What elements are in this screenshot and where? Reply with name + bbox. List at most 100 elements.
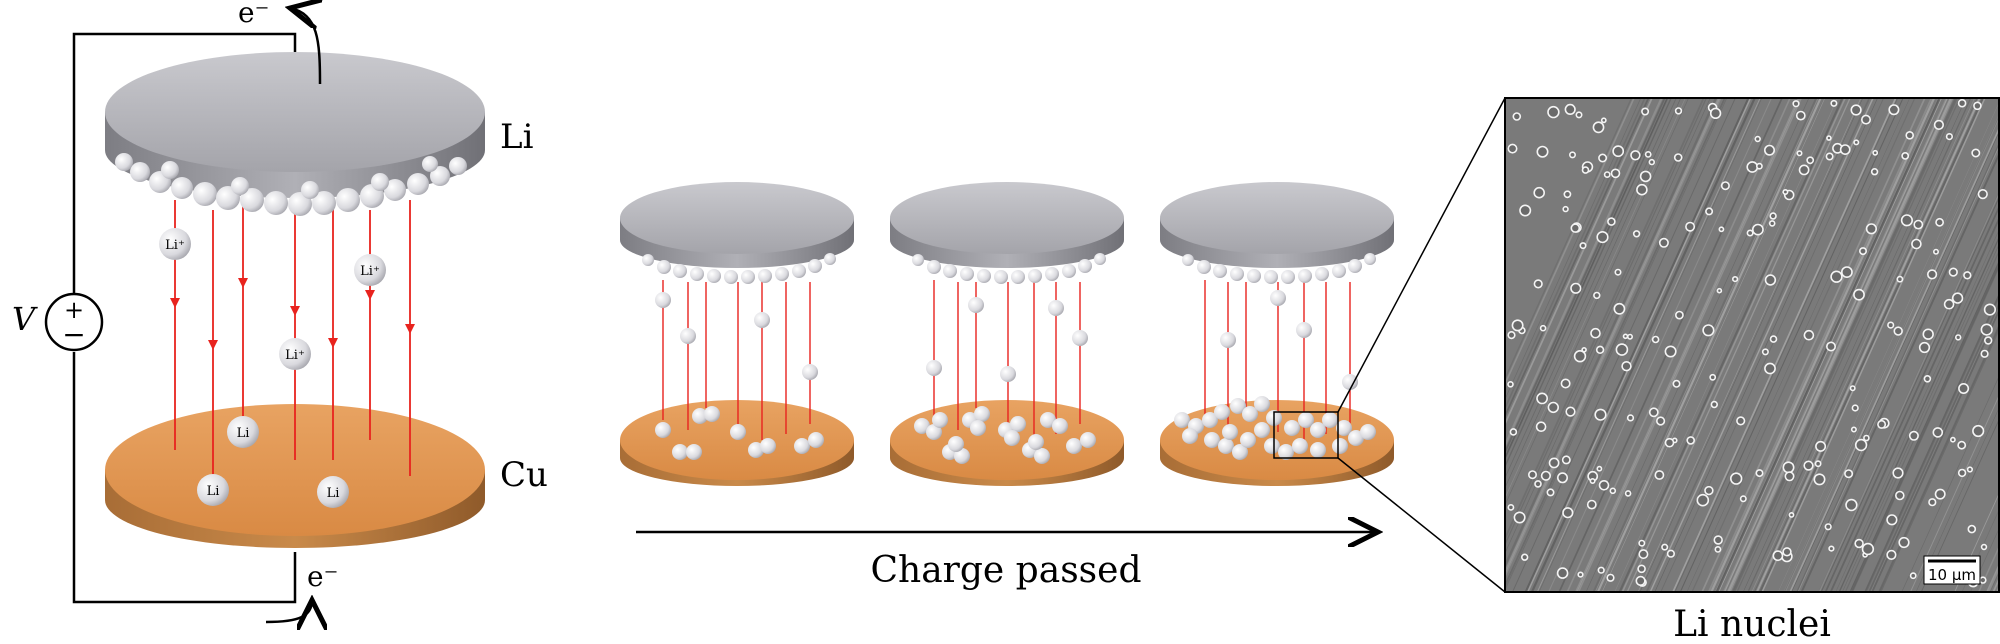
- li-nucleus: [1913, 219, 1924, 230]
- stage-middle: [890, 182, 1124, 486]
- li-nucleus: [1636, 183, 1648, 196]
- surface-streak: [1747, 98, 1972, 592]
- li-nucleus: [1598, 153, 1608, 163]
- li-nucleus: [1900, 214, 1913, 227]
- li-nucleus: [1746, 229, 1754, 237]
- li-nucleus: [1795, 110, 1806, 121]
- li-nucleus: [1579, 242, 1587, 250]
- surface-streak: [1864, 293, 1999, 592]
- li-nucleus: [1951, 292, 1964, 304]
- li-nucleus: [1850, 104, 1862, 116]
- li-nucleus: [1979, 576, 1987, 584]
- li-nucleus: [1736, 416, 1746, 426]
- li-nucleus: [1950, 436, 1956, 443]
- li-label: Li: [500, 117, 534, 157]
- li-nucleus: [1507, 331, 1516, 340]
- surface-streak: [1505, 98, 1722, 579]
- surface-streak: [1841, 243, 1999, 592]
- li-nucleus: [1702, 324, 1715, 337]
- li-nucleus: [1716, 287, 1723, 294]
- li-nucleus: [1893, 326, 1903, 336]
- li-nucleus: [1784, 471, 1795, 482]
- li-nucleus: [1710, 400, 1719, 409]
- surface-streak: [1505, 98, 1718, 569]
- li-nucleus: [1980, 349, 1989, 358]
- li-nucleus: [1788, 512, 1795, 518]
- surface-streak: [1838, 236, 1999, 592]
- li-nucleus: [1980, 323, 1993, 336]
- li-nucleus: [1792, 100, 1800, 108]
- li-nucleus: [1573, 350, 1587, 363]
- zoom-line-top: [1337, 97, 1506, 413]
- surface-streak: [1505, 98, 1728, 591]
- li-nucleus: [1854, 538, 1864, 549]
- li-nucleus: [1621, 361, 1632, 372]
- surface-streak: [1829, 216, 1999, 592]
- li-nucleus: [1898, 536, 1910, 549]
- li-nucleus: [1606, 573, 1615, 582]
- li-atom: Li: [227, 416, 259, 448]
- li-nucleus: [1609, 487, 1617, 495]
- li-nucleus: [1533, 186, 1545, 199]
- li-nucleus: [1828, 545, 1835, 552]
- li-nucleus: [1528, 470, 1538, 480]
- li-nucleus: [1720, 181, 1730, 191]
- li-nucleus: [1782, 461, 1795, 474]
- surface-streak: [1672, 98, 1897, 592]
- li-nucleus: [1754, 135, 1761, 143]
- li-nucleus: [1651, 335, 1660, 344]
- li-nucleus: [1764, 274, 1777, 286]
- surface-streak: [1679, 98, 1904, 592]
- li-nucleus: [1512, 112, 1522, 121]
- li-nucleus: [1610, 168, 1621, 179]
- li-nucleus: [1945, 133, 1953, 141]
- li-nucleus: [1664, 437, 1675, 448]
- li-nucleus: [1635, 575, 1646, 587]
- li-nucleus: [1704, 485, 1714, 496]
- li-nucleus: [1705, 207, 1714, 216]
- li-nucleus: [1928, 498, 1937, 507]
- li-nucleus: [1655, 416, 1666, 426]
- surface-streak: [1649, 98, 1874, 592]
- li-nuclei-particles: [1507, 98, 1996, 588]
- li-nucleus: [1641, 107, 1650, 116]
- surface-streak: [1844, 249, 1999, 592]
- li-nucleus: [1686, 436, 1695, 445]
- li-nucleus: [1664, 345, 1677, 358]
- li-nucleus: [1861, 542, 1875, 556]
- surface-streak: [1731, 98, 1957, 592]
- li-nucleus: [1983, 336, 1993, 345]
- li-nucleus: [1560, 378, 1571, 389]
- surface-streak: [1878, 324, 1999, 592]
- li-nucleus: [1782, 547, 1792, 557]
- li-nucleus: [1768, 220, 1776, 227]
- svg-text:Li: Li: [207, 484, 220, 499]
- li-nucleus: [1519, 204, 1532, 217]
- li-nucleus: [1851, 404, 1859, 412]
- li-nucleus: [1630, 150, 1641, 161]
- li-nucleus: [1713, 535, 1723, 545]
- li-ion: Li⁺: [279, 338, 311, 370]
- surface-streak: [1849, 260, 1999, 592]
- electron-flow-top-arrow: [290, 8, 320, 85]
- li-nucleus: [1607, 217, 1616, 226]
- li-nucleus: [1980, 543, 1988, 551]
- surface-streak: [1820, 196, 1999, 592]
- li-nucleus: [1590, 327, 1601, 339]
- li-nucleus: [1562, 205, 1569, 213]
- li-nucleus: [1632, 230, 1641, 238]
- surface-streak: [1701, 98, 1926, 592]
- surface-streak: [1835, 229, 1999, 592]
- micrograph-caption: Li nuclei: [1673, 604, 1831, 644]
- surface-streak: [1796, 142, 1999, 592]
- surface-streak: [1791, 131, 1999, 592]
- li-nucleus: [1593, 291, 1601, 300]
- surface-streak: [1538, 98, 1763, 592]
- li-nucleus: [1849, 385, 1856, 392]
- li-nucleus: [1905, 131, 1914, 140]
- surface-streak: [1574, 98, 1800, 592]
- surface-streak: [1777, 101, 1999, 592]
- surface-streak: [1789, 126, 1999, 592]
- li-nucleus: [1535, 421, 1547, 433]
- li-nucleus: [1654, 470, 1665, 480]
